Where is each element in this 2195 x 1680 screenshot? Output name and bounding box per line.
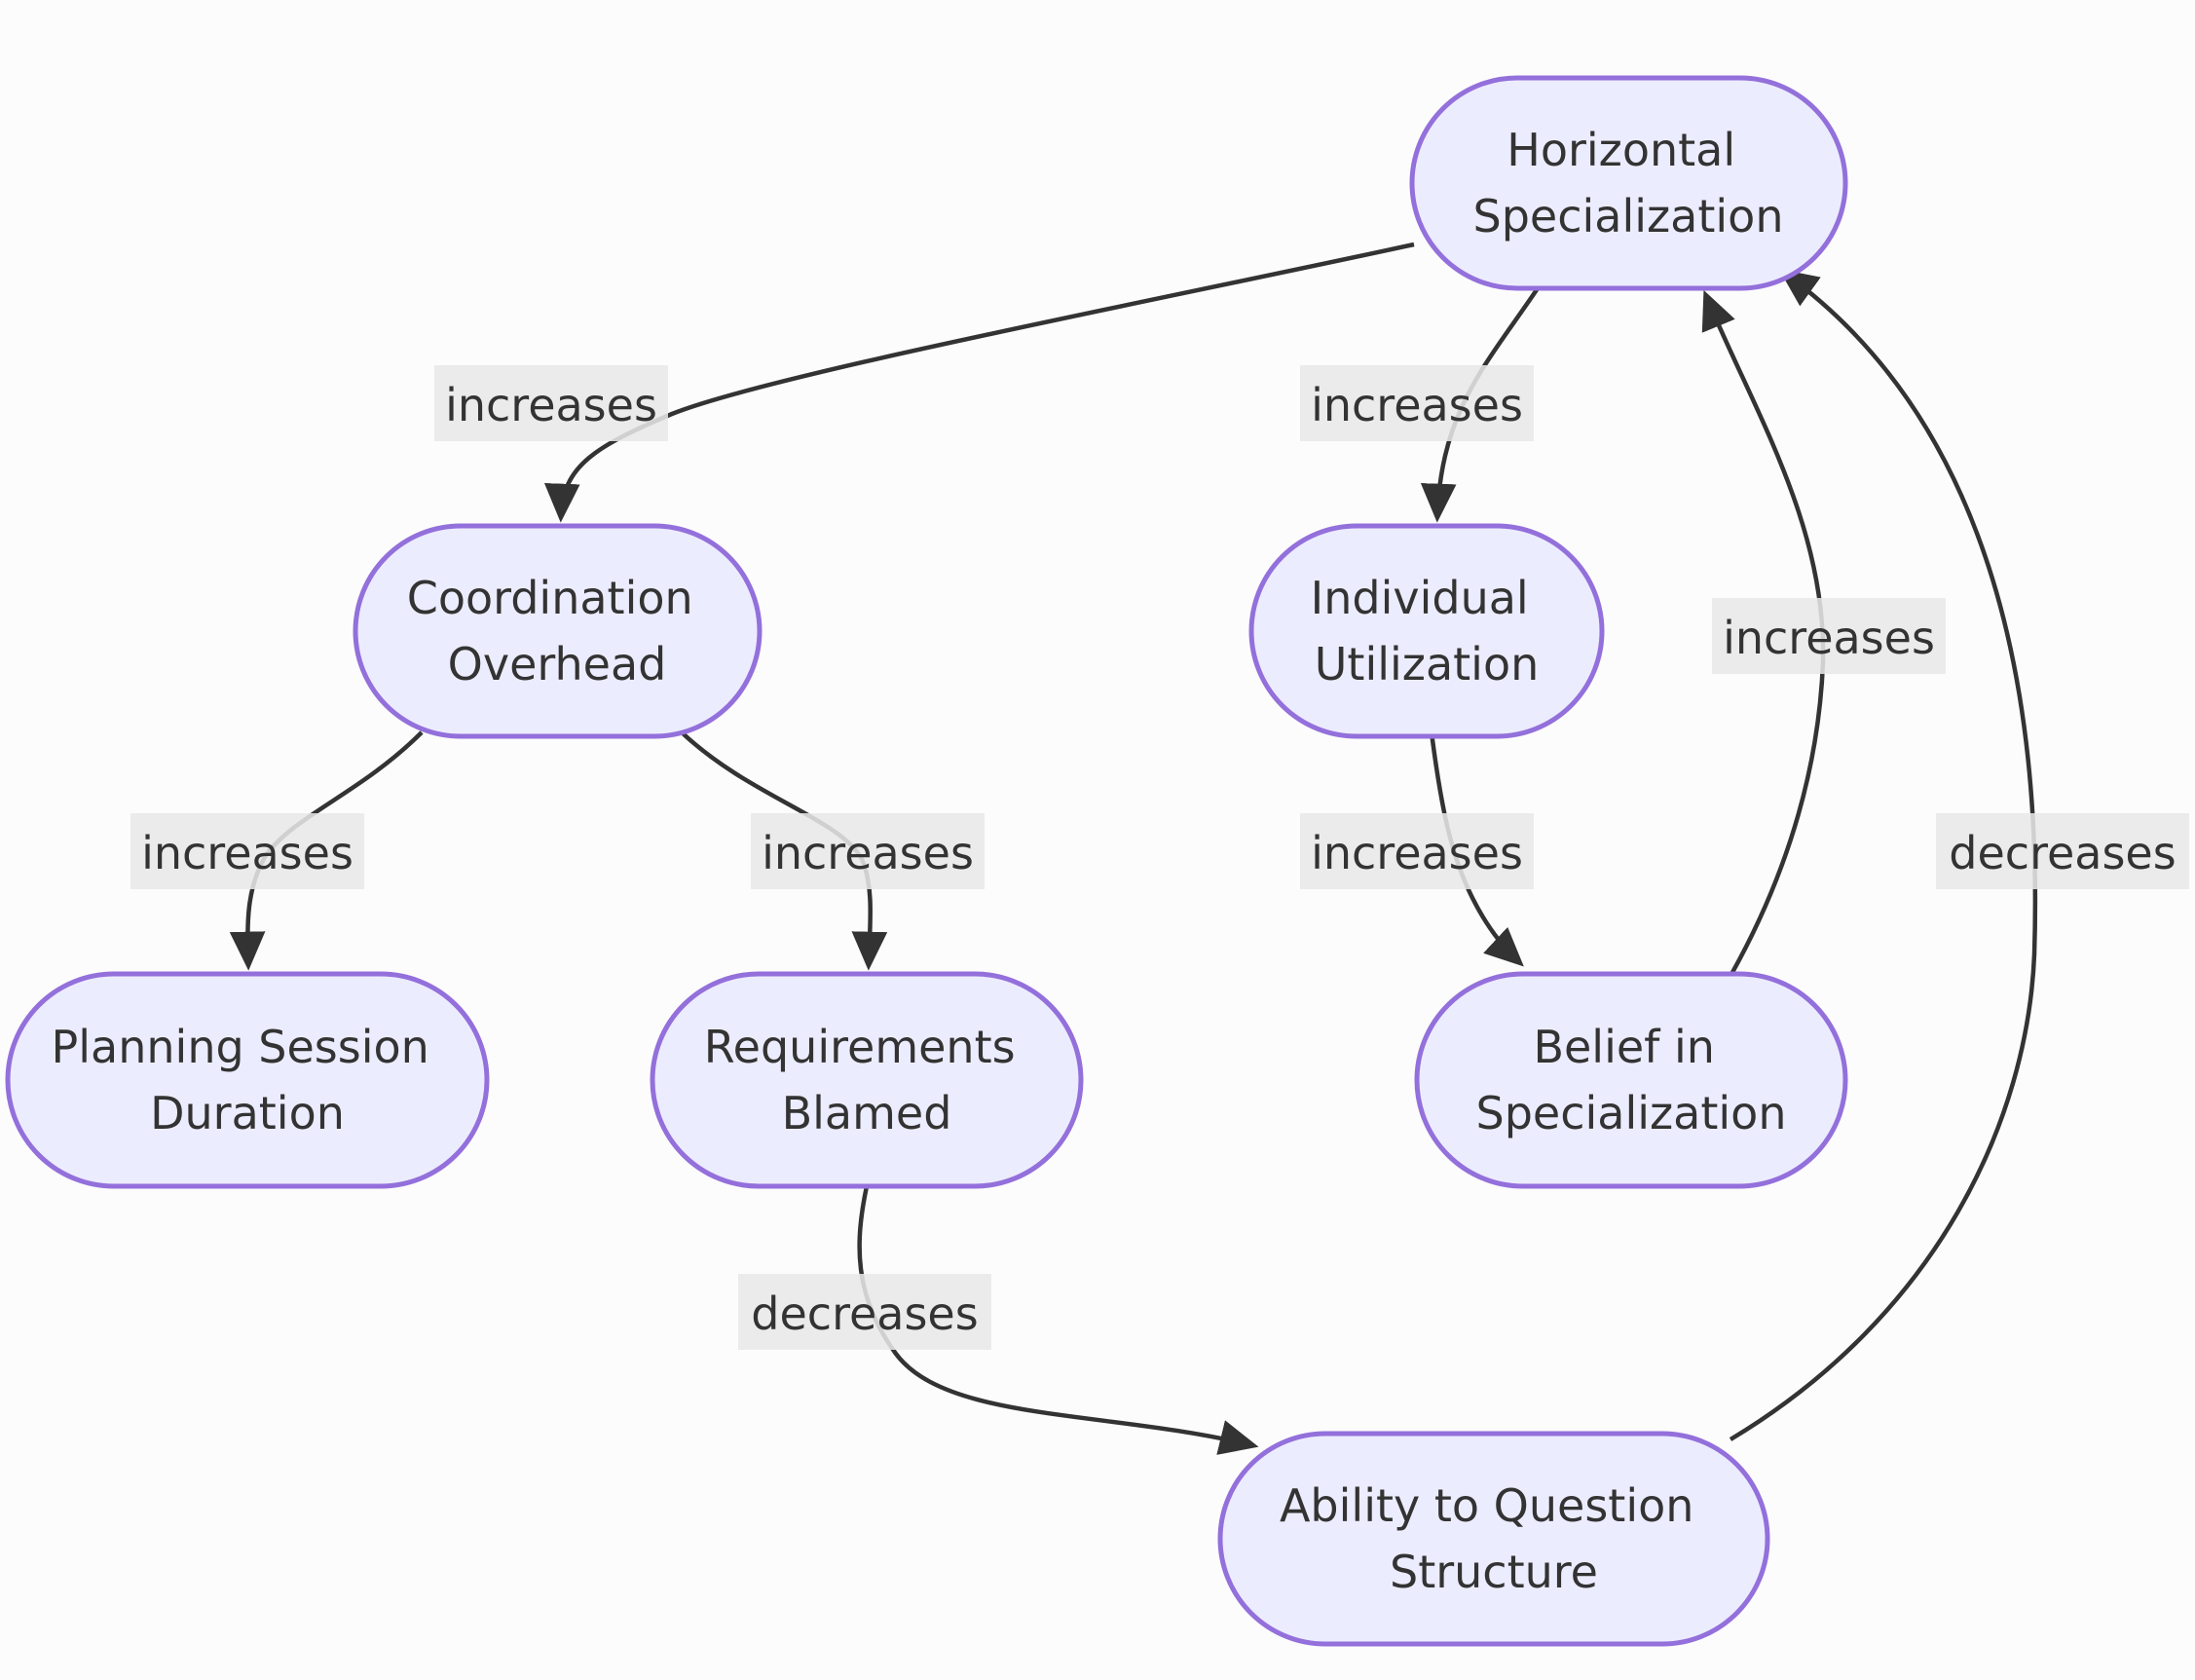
- node-shape: [1409, 75, 1848, 291]
- edge-label-text: increases: [445, 379, 657, 431]
- node-shape: [1248, 523, 1605, 739]
- edge-label-co-psd: increases: [130, 813, 364, 889]
- edge-label-text: increases: [1723, 612, 1935, 664]
- edge-label-bg: [738, 1274, 991, 1350]
- node-coordination-overhead: Coordination Overhead: [353, 523, 763, 739]
- edge-label-bg: [1936, 813, 2189, 889]
- node-shape: [1414, 971, 1848, 1189]
- nodes: Horizontal Specialization Coordination O…: [5, 75, 1848, 1647]
- edge-label-text: increases: [1311, 827, 1523, 879]
- node-label: Horizontal Specialization: [1473, 124, 1784, 243]
- edge-label-text: increases: [762, 827, 974, 879]
- edge-label-text: increases: [1311, 379, 1523, 431]
- edge-label-bs-hs: increases: [1712, 598, 1946, 674]
- node-planning-session-duration: Planning Session Duration: [5, 971, 490, 1189]
- edge-label-bg: [130, 813, 364, 889]
- edge-label-rb-aqs: decreases: [738, 1274, 991, 1350]
- node-ability-to-question-structure: Ability to Question Structure: [1217, 1431, 1770, 1647]
- edge-label-aqs-hs: decreases: [1936, 813, 2189, 889]
- edge-ability-to-question-structure-to-horizontal-specialization: [1729, 269, 2038, 1441]
- node-label: Planning Session Duration: [52, 1021, 444, 1139]
- edge-labels: increases increases increases increases …: [130, 365, 2189, 1350]
- edge-label-text: decreases: [1949, 827, 2176, 879]
- node-shape: [5, 971, 490, 1189]
- node-requirements-blamed: Requirements Blamed: [650, 971, 1084, 1189]
- edge-label-iu-bs: increases: [1300, 813, 1534, 889]
- node-shape: [650, 971, 1084, 1189]
- edge-label-text: decreases: [751, 1288, 978, 1340]
- edge-label-hs-co: increases: [434, 365, 668, 441]
- node-label: Coordination Overhead: [407, 572, 708, 691]
- edge-horizontal-specialization-to-coordination-overhead: [543, 242, 1415, 523]
- edge-requirements-blamed-to-ability-to-question-structure: [857, 1185, 1259, 1455]
- edge-label-bg: [1300, 365, 1534, 441]
- edge-label-bg: [1300, 813, 1534, 889]
- node-label: Ability to Question Structure: [1280, 1479, 1708, 1598]
- node-belief-in-specialization: Belief in Specialization: [1414, 971, 1848, 1189]
- node-label: Belief in Specialization: [1476, 1021, 1787, 1139]
- node-horizontal-specialization: Horizontal Specialization: [1409, 75, 1848, 291]
- edge-label-text: increases: [141, 827, 353, 879]
- node-individual-utilization: Individual Utilization: [1248, 523, 1605, 739]
- edge-label-hs-iu: increases: [1300, 365, 1534, 441]
- node-shape: [353, 523, 763, 739]
- node-label: Individual Utilization: [1311, 572, 1544, 691]
- edge-label-bg: [434, 365, 668, 441]
- edge-label-bg: [751, 813, 985, 889]
- edge-label-co-rb: increases: [751, 813, 985, 889]
- node-label: Requirements Blamed: [704, 1021, 1029, 1139]
- node-shape: [1217, 1431, 1770, 1647]
- edge-label-bg: [1712, 598, 1946, 674]
